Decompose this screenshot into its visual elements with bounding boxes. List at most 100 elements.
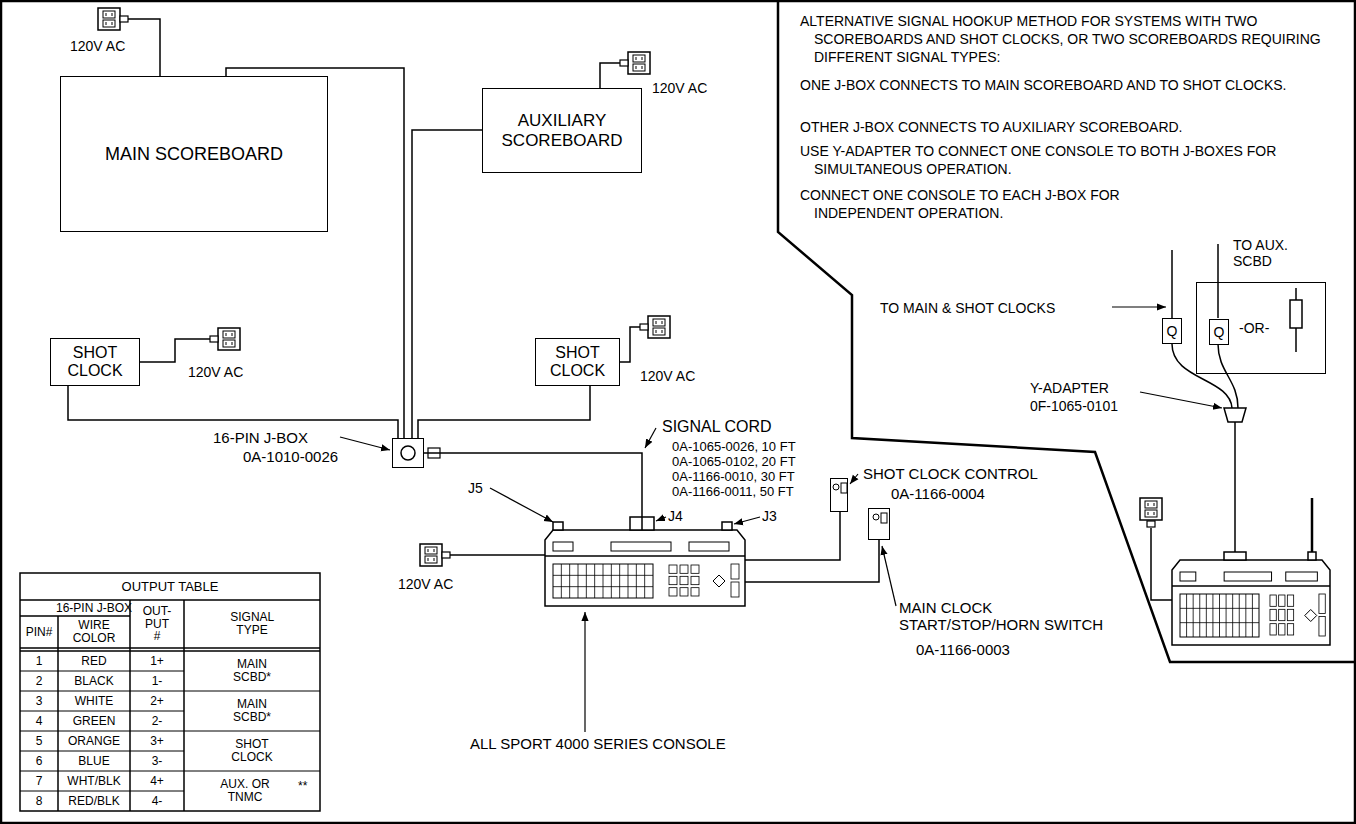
keypad-grid [1219,594,1220,637]
keypad-grid [594,564,595,598]
keypad-grid [1206,594,1207,637]
receiver-tail [1295,328,1297,352]
j5-connector [553,522,563,530]
keypad-grid [1180,608,1259,609]
callout-label: J3 [762,508,777,524]
console-logo [553,542,573,551]
cord-plug [210,336,218,342]
outlet-socket [103,11,115,18]
callout-label: 0A-1065-0026, 10 FT [672,440,796,455]
outlet-slot [662,330,663,333]
table-rule [20,771,320,772]
y-adapter-connector [1224,408,1246,422]
signal-wire [1171,250,1173,318]
keypad-grid [553,586,653,587]
table-cell: 3- [152,755,163,768]
y-adapter-cord [1172,344,1232,408]
callout-label: ALTERNATIVE SIGNAL HOOKUP METHOD FOR SYS… [800,12,1344,67]
callout-label: TO MAIN & SHOT CLOCKS [880,300,1055,316]
outlet-slot [232,342,233,345]
console-logo [1180,572,1196,581]
component-label: SHOT CLOCK [54,344,136,381]
outlet-slot [656,330,657,333]
outlet-socket [1145,501,1157,508]
keypad-grid [603,564,604,598]
callout-label: 120V AC [652,80,707,96]
callout-label: Y-ADAPTER [1030,380,1109,396]
table-cell: 7 [36,775,43,788]
table-cell: BLUE [78,755,109,768]
component-label: -OR- [1239,320,1269,336]
radio-receiver [1290,300,1302,328]
callout-label: 120V AC [70,38,125,54]
power-cord [140,339,210,362]
outlet-socket [425,556,437,563]
table-cell: 4- [152,795,163,808]
signal-wire [418,386,590,438]
component-label: Q [1214,324,1225,340]
component-box: Q [1162,318,1182,344]
switch-button [841,483,847,493]
component-label: MAIN CLOCK START/STOP/HORN SWITCH [899,599,1134,634]
console-key [691,576,699,584]
keypad-grid [561,564,562,598]
outlet-slot [106,13,107,16]
component-box: AUXILIARY SCOREBOARD [482,88,642,173]
component-label: AUXILIARY SCOREBOARD [486,111,638,150]
outlet-slot [642,57,643,60]
component-box: SHOT CLOCK CONTROL0A-1166-0004 [830,478,848,512]
keypad-grid [644,564,645,598]
table-cell: 1+ [150,655,164,668]
table-cell: MAIN SCBD* [233,658,271,683]
keypad-grid [569,564,570,598]
leader-line [645,428,656,448]
outlet-symbol [628,52,650,74]
outlet-slot [1154,512,1155,515]
component-label: 16-PIN J-BOX [213,429,308,446]
console-key [1270,609,1276,620]
outlet-slot [428,549,429,552]
keypad-grid [619,564,620,598]
table-rule [20,691,320,692]
component-box: TO AUX. SCBD-OR-Q [1196,282,1326,374]
console-badge [1286,572,1318,581]
outlet-slot [642,66,643,69]
outlet-slot [434,558,435,561]
outlet-socket [1145,510,1157,517]
console-connector [1224,552,1246,560]
table-rule [129,600,131,811]
outlet-slot [112,13,113,16]
table-rule [20,650,320,652]
keypad-grid [628,564,629,598]
table-cell: 3 [36,695,43,708]
cord-plug [120,16,128,22]
receiver-wire [1295,288,1297,300]
outlet-slot [662,321,663,324]
outlet-slot [226,342,227,345]
callout-label: 0A-1166-0011, 50 FT [672,485,794,500]
switch-button [881,513,887,523]
antenna-base [1308,552,1316,560]
component-label: TO AUX. SCBD [1233,237,1305,269]
table-cell: SIGNAL TYPE [230,611,274,636]
power-cord [620,327,640,362]
console-key [691,588,699,596]
table-cell: 4 [36,715,43,728]
component-label: 0A-1010-0026 [243,448,338,465]
console-key [1279,595,1285,606]
table-cell: PIN# [26,626,53,639]
console-key [1287,595,1293,606]
component-label: Q [1167,323,1178,339]
outlet-slot [232,333,233,336]
console-key [1270,595,1276,606]
table-cell: 4+ [150,775,164,788]
keypad-grid [1232,594,1233,637]
console-key [1279,624,1285,635]
table-cell: 1 [36,655,43,668]
table-cell: MAIN SCBD* [233,698,271,723]
table-cell: RED [81,655,106,668]
outlet-socket [223,340,235,347]
leader-line [340,437,390,450]
keypad-grid [636,564,637,598]
